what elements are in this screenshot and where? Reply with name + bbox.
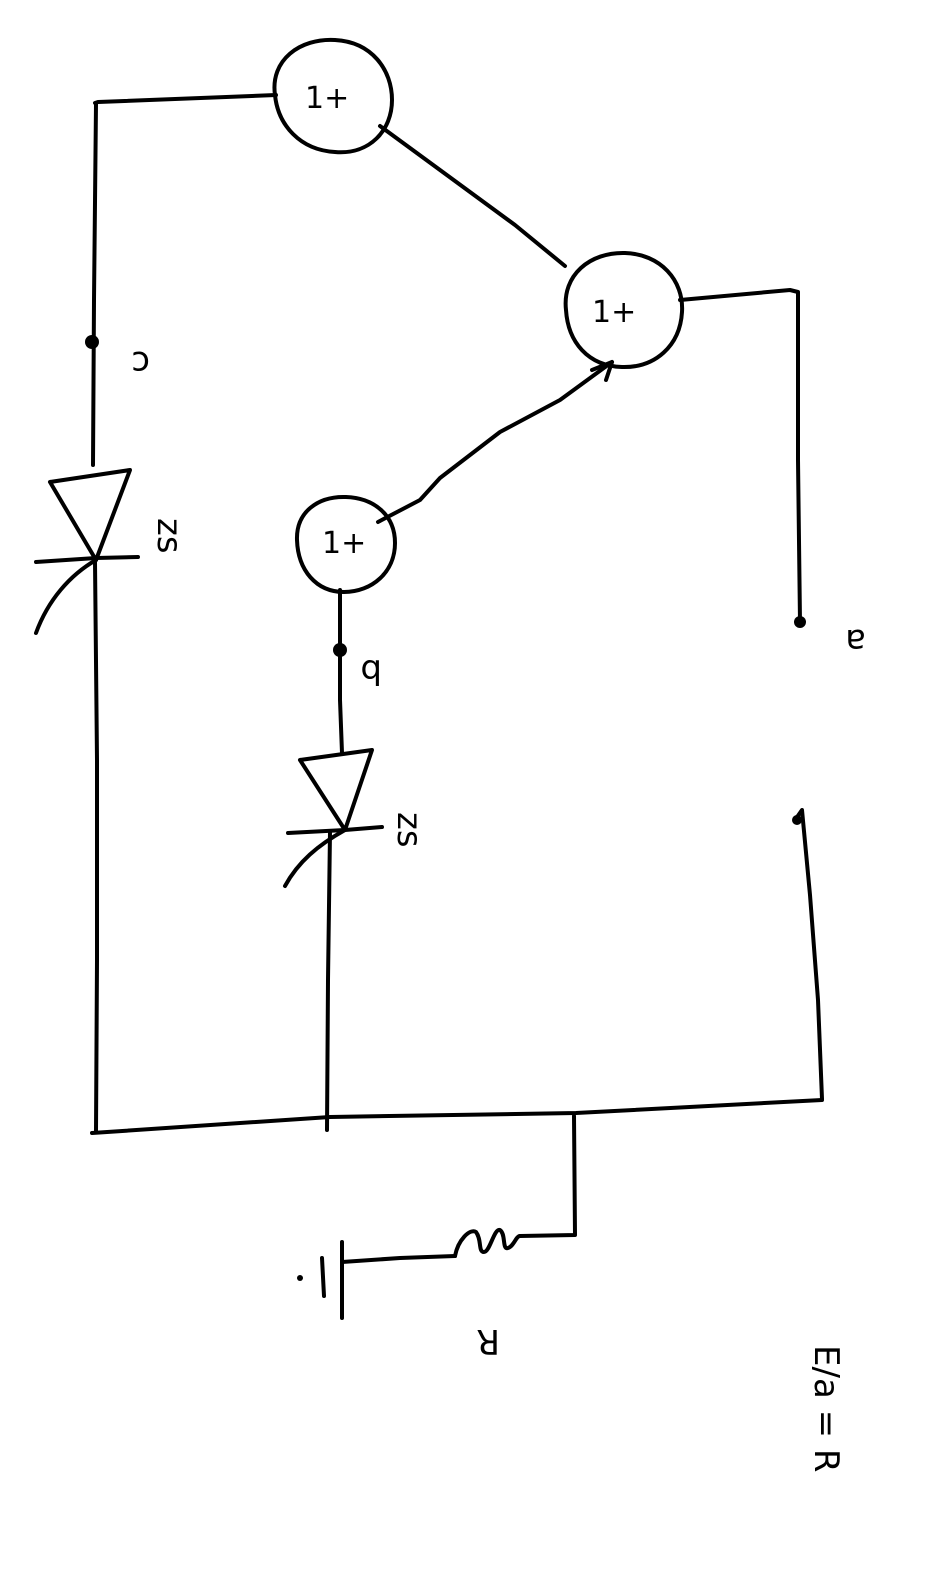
arrowhead-gate2: [590, 360, 614, 382]
wires: [90, 93, 824, 1264]
zener-diode-2-icon: [283, 748, 384, 888]
label-equation: E/a = R: [806, 1345, 846, 1473]
gate-1-circle: [272, 37, 394, 155]
wire-middle-upper: [338, 588, 344, 755]
terminal-lower-dot: [792, 815, 802, 825]
zener-diode-1-icon: [34, 468, 140, 635]
gate-2-circle: [563, 250, 685, 370]
gate-2-label: 1+: [592, 295, 636, 330]
wire-left-lower: [93, 560, 99, 1134]
zener-2-triangle: [298, 748, 374, 832]
wire-bottom-bus: [90, 1098, 824, 1135]
label-node-c: c: [131, 343, 150, 383]
zener-2-bar: [286, 825, 384, 835]
label-node-a: a: [845, 621, 866, 661]
gate-1: 1+: [272, 37, 394, 155]
label-node-b: b: [360, 651, 382, 691]
label-zener-2: zs: [389, 812, 429, 848]
resistor-zigzag: [453, 1228, 522, 1258]
gate-1-label: 1+: [305, 81, 349, 116]
node-c-dot: [85, 335, 99, 349]
zener-1-tail: [34, 558, 98, 635]
zener-1-bar: [34, 555, 140, 564]
resistor-icon: [453, 1228, 522, 1258]
ground-icon: [297, 1240, 344, 1320]
wire-right-lower: [793, 808, 824, 1101]
label-zener-1: zs: [149, 518, 189, 554]
gate-3-label: 1+: [322, 526, 366, 561]
wire-right-upper: [678, 288, 802, 624]
zener-1-triangle: [48, 468, 132, 562]
wire-left-upper: [91, 102, 98, 467]
wire-bus-drop: [518, 1114, 577, 1238]
node-b-dot: [333, 643, 347, 657]
wire-gate3-gate2: [376, 360, 614, 524]
ground-mark: [297, 1275, 303, 1281]
wire-middle-lower: [325, 830, 332, 1132]
gate-3-circle: [294, 494, 397, 594]
wire-gate1-gate2: [378, 124, 567, 268]
gate-3: 1+: [294, 494, 397, 594]
gate-2: 1+: [563, 250, 685, 370]
label-resistor: R: [476, 1321, 500, 1361]
wire-resistor-ground: [340, 1254, 457, 1264]
node-a-dot: [794, 616, 806, 628]
wire-top-left: [93, 93, 278, 105]
zener-2-tail: [283, 828, 347, 888]
ground-plate-short: [320, 1256, 326, 1298]
